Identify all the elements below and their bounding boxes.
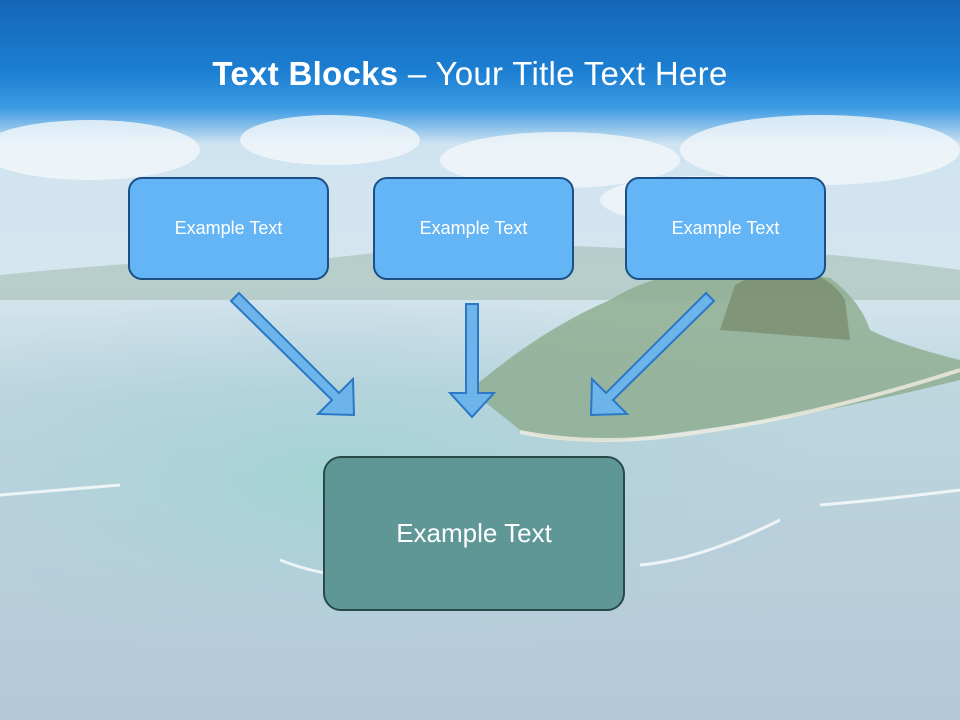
slide-title: Text Blocks – Your Title Text Here xyxy=(0,55,940,93)
arrow-left-diagonal xyxy=(229,291,356,417)
title-bold: Text Blocks xyxy=(212,55,399,92)
text-block-2: Example Text xyxy=(373,177,574,280)
arrow-center-down xyxy=(447,303,497,419)
target-text-block-label: Example Text xyxy=(396,518,552,548)
title-rest: – Your Title Text Here xyxy=(398,55,728,92)
text-block-3-label: Example Text xyxy=(671,218,780,238)
text-block-2-label: Example Text xyxy=(419,218,528,238)
text-block-1: Example Text xyxy=(128,177,329,280)
text-block-3: Example Text xyxy=(625,177,826,280)
text-block-1-label: Example Text xyxy=(174,218,283,238)
arrow-right-diagonal xyxy=(589,291,716,417)
target-text-block: Example Text xyxy=(323,456,625,611)
